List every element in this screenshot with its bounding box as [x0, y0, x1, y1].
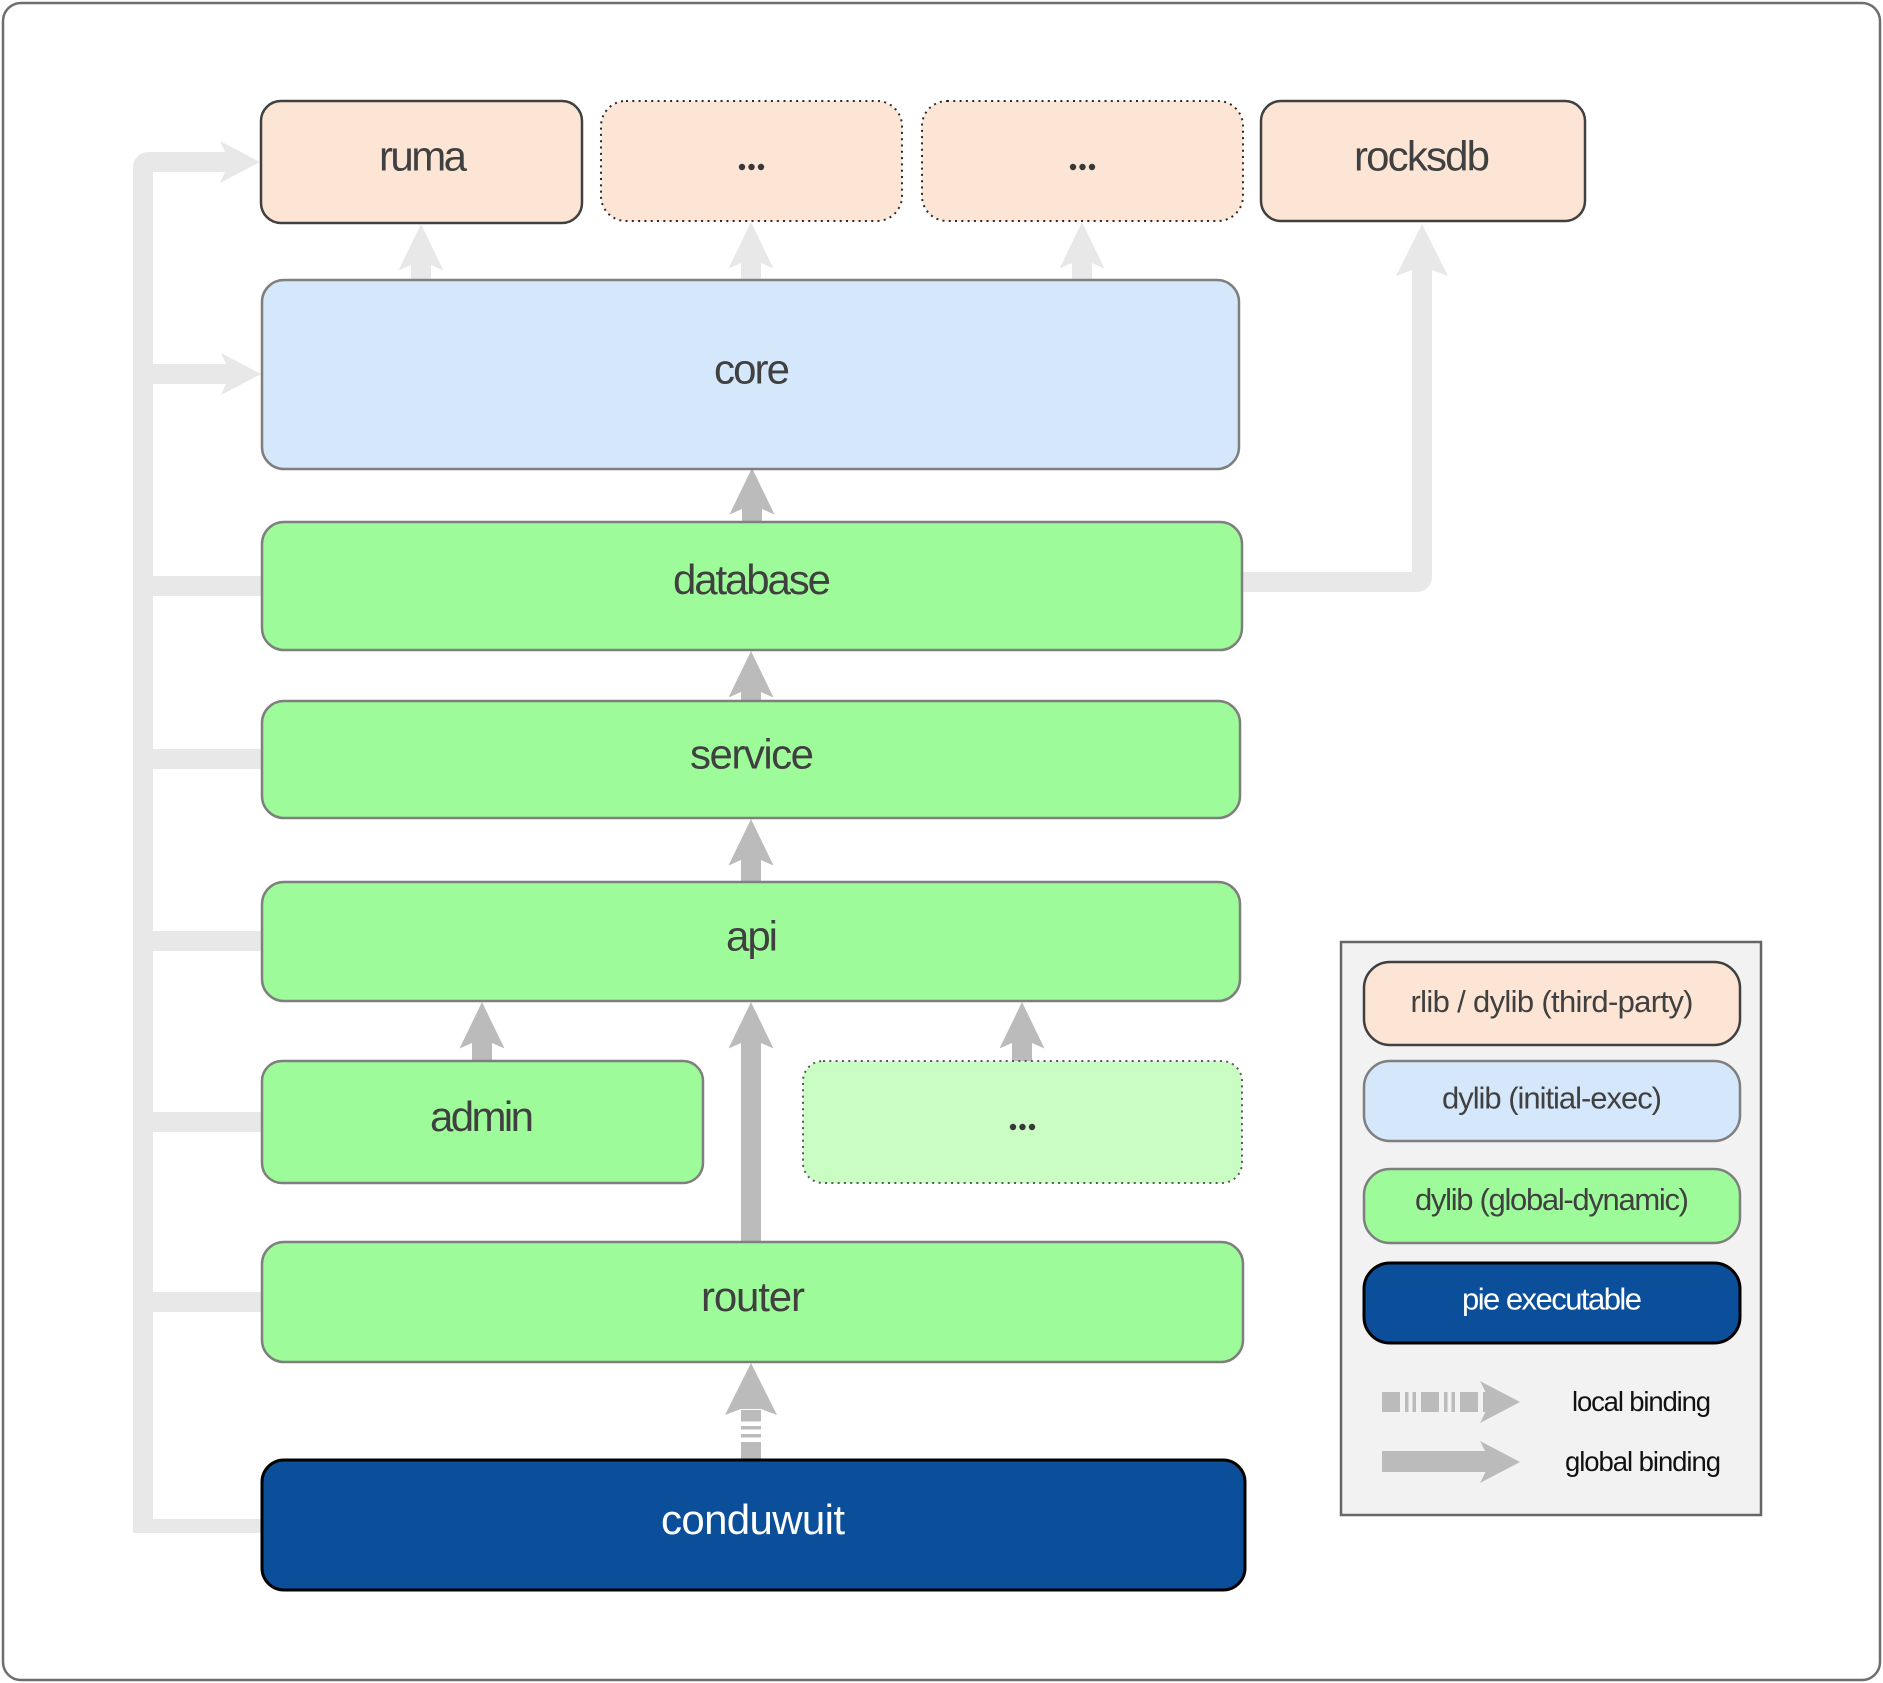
svg-text:admin: admin	[430, 1093, 534, 1140]
svg-text:local binding: local binding	[1572, 1386, 1711, 1417]
svg-text:router: router	[701, 1273, 805, 1320]
svg-text:ruma: ruma	[379, 133, 468, 180]
svg-text:pie executable: pie executable	[1462, 1282, 1642, 1317]
svg-text:api: api	[726, 913, 778, 960]
svg-text:core: core	[714, 346, 790, 393]
svg-text:global binding: global binding	[1565, 1446, 1721, 1477]
svg-text:rlib / dylib (third-party): rlib / dylib (third-party)	[1411, 984, 1694, 1019]
svg-text:rocksdb: rocksdb	[1354, 133, 1490, 180]
svg-text:database: database	[673, 556, 831, 603]
svg-text:service: service	[690, 731, 814, 778]
svg-text:dylib (global-dynamic): dylib (global-dynamic)	[1415, 1182, 1689, 1217]
svg-text:dylib (initial-exec): dylib (initial-exec)	[1442, 1081, 1662, 1116]
svg-text:conduwuit: conduwuit	[661, 1496, 845, 1543]
